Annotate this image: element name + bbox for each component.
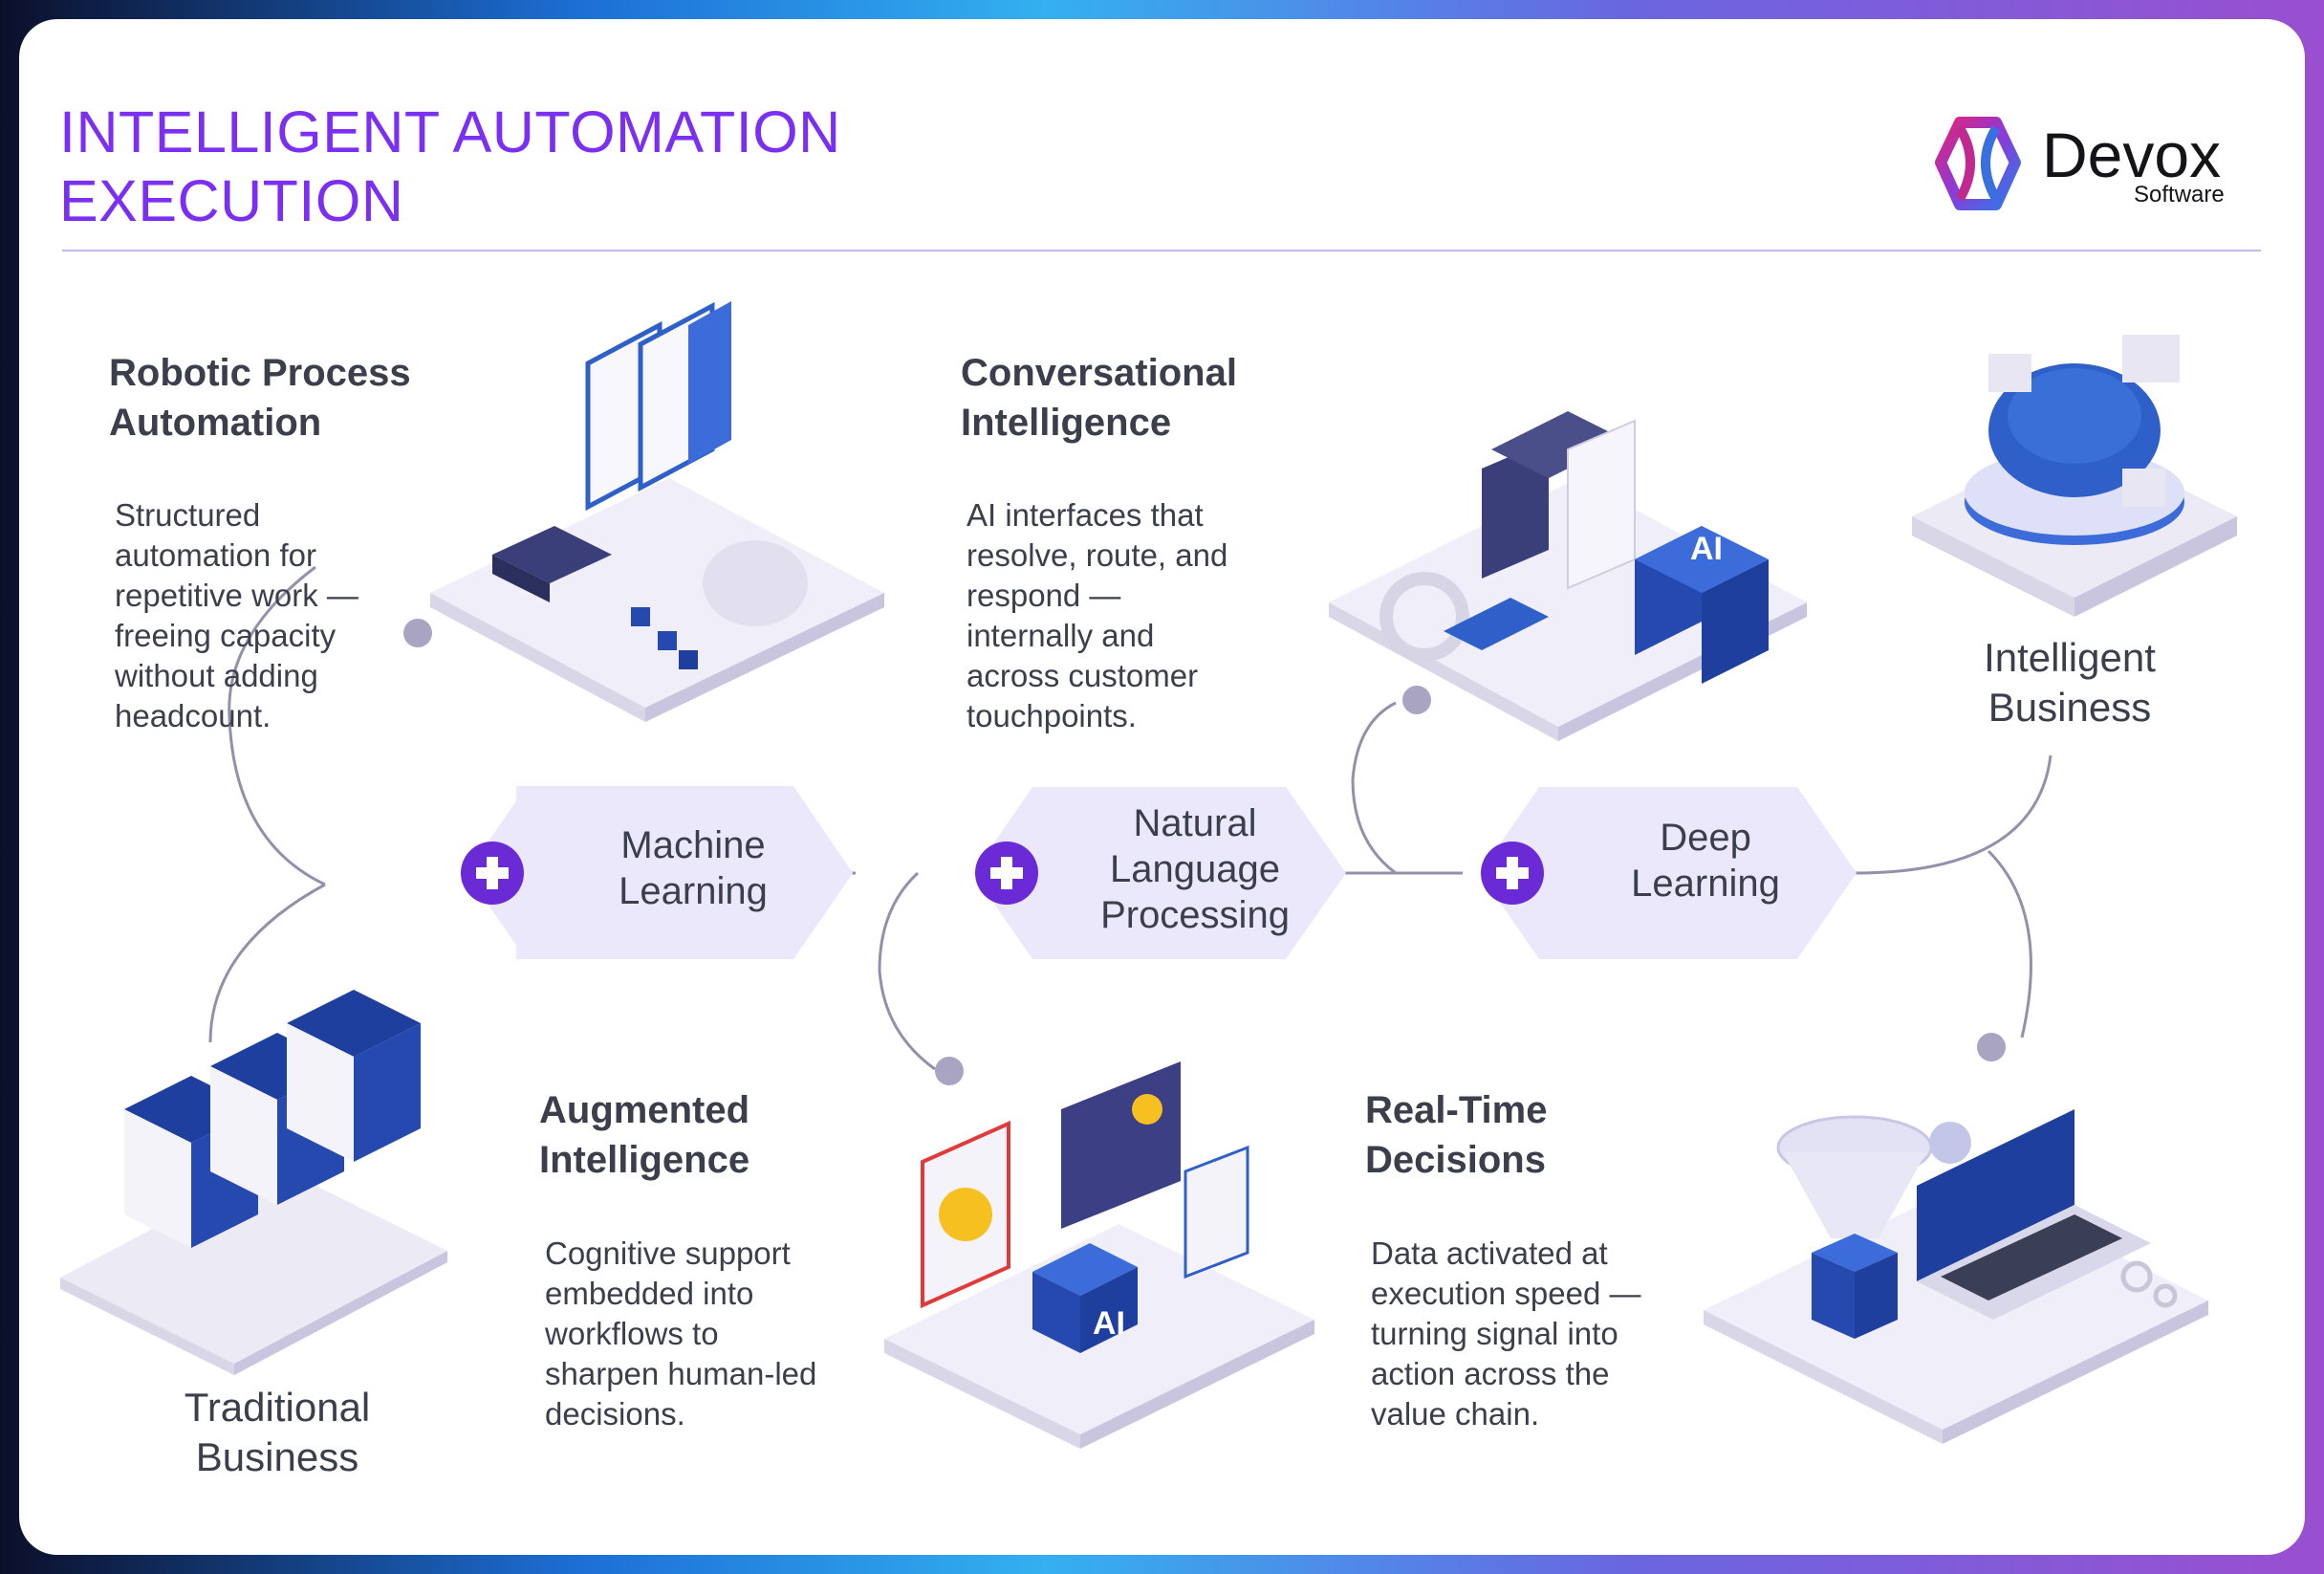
hex-machine-learning-shape: [467, 787, 853, 959]
library-illustration: AI: [1329, 411, 1807, 741]
dot-augmented: [935, 1057, 964, 1085]
ai-badge-top: AI: [1690, 531, 1723, 567]
automation-diagram: AI: [60, 301, 2237, 1449]
connector-dots: [403, 619, 2006, 1085]
augmented-desc-line: embedded into: [545, 1276, 754, 1311]
connector-rpa: [228, 565, 326, 886]
header-divider: [62, 250, 2261, 251]
augmented-description: Cognitive support embedded into workflow…: [545, 1234, 816, 1434]
hex-label-line: Deep: [1660, 817, 1751, 859]
rpa-desc-line: headcount.: [115, 698, 271, 733]
conversational-desc-line: respond —: [967, 578, 1121, 613]
realtime-desc-line: value chain.: [1371, 1396, 1540, 1432]
connector-augmented: [878, 871, 936, 1071]
intelligent-line: Intelligent: [1984, 635, 2156, 680]
augmented-desc-line: workflows to: [545, 1316, 719, 1351]
realtime-desc-line: execution speed —: [1371, 1276, 1641, 1311]
rpa-desc-line: without adding: [115, 658, 318, 693]
augmented-heading-line: Augmented: [539, 1089, 749, 1131]
dot-rpa: [403, 619, 432, 647]
rpa-desc-line: repetitive work —: [115, 578, 358, 613]
conversational-heading-line: Conversational: [961, 352, 1237, 394]
connector-intelligent: [1854, 754, 2053, 875]
augmented-desc-line: decisions.: [545, 1396, 685, 1432]
conversational-description: AI interfaces that resolve, route, and r…: [967, 495, 1227, 736]
rpa-desc-line: freeing capacity: [115, 618, 337, 653]
conversational-desc-line: AI interfaces that: [967, 497, 1204, 533]
ai-badge-bottom: AI: [1093, 1305, 1125, 1342]
plus-node-2: [975, 842, 1038, 905]
rpa-desc-line: Structured: [115, 497, 261, 533]
connector-realtime: [1987, 849, 2032, 1038]
conversational-desc-line: touchpoints.: [967, 698, 1137, 733]
connector-conversational: [1351, 701, 1397, 875]
realtime-desc-line: turning signal into: [1371, 1316, 1618, 1351]
hex-label-deep-learning: Deep Learning: [1562, 815, 1849, 907]
hex-deep-learning: [1480, 787, 1857, 959]
conversational-desc-line: resolve, route, and: [967, 537, 1228, 573]
realtime-heading: Real-Time Decisions: [1365, 1085, 1547, 1185]
conversational-heading: Conversational Intelligence: [961, 348, 1237, 448]
intelligent-line: Business: [1987, 685, 2152, 730]
hex-label-nlp: Natural Language Processing: [1052, 800, 1338, 938]
conversational-desc-line: across customer: [967, 658, 1199, 693]
traditional-line: Traditional: [184, 1385, 371, 1430]
ai-funnel-illustration: [1704, 1109, 2208, 1444]
hex-label-line: Natural: [1133, 802, 1257, 844]
conversational-desc-line: internally and: [967, 618, 1155, 653]
rpa-description: Structured automation for repetitive wor…: [115, 495, 358, 736]
logo-subtitle: Software: [2134, 182, 2225, 208]
title-line-2: EXECUTION: [59, 168, 404, 233]
rpa-heading: Robotic Process Automation: [109, 348, 411, 448]
augmented-desc-line: Cognitive support: [545, 1235, 791, 1271]
realtime-desc-line: action across the: [1371, 1356, 1610, 1391]
ai-artwork-illustration: AI: [884, 1061, 1314, 1449]
connector-traditional: [208, 883, 326, 1043]
augmented-heading: Augmented Intelligence: [539, 1085, 749, 1185]
documents-illustration: [430, 301, 884, 722]
realtime-description: Data activated at execution speed — turn…: [1371, 1234, 1641, 1434]
hex-label-line: Learning: [619, 870, 768, 912]
rpa-heading-line: Automation: [109, 402, 322, 444]
rpa-heading-line: Robotic Process: [109, 352, 411, 394]
page-title: INTELLIGENT AUTOMATION EXECUTION: [59, 98, 841, 235]
hex-label-machine-learning: Machine Learning: [550, 822, 836, 914]
augmented-desc-line: sharpen human-led: [545, 1356, 817, 1391]
dot-conversational: [1402, 686, 1431, 714]
hex-nlp: [973, 787, 1346, 959]
devox-logo-icon: [1935, 117, 2021, 210]
rpa-desc-line: automation for: [115, 537, 316, 573]
server-stack-illustration: [60, 990, 447, 1375]
plus-node-3: [1481, 842, 1544, 905]
hex-label-line: Processing: [1100, 894, 1290, 936]
traditional-line: Business: [195, 1434, 359, 1479]
intelligent-business-label: Intelligent Business: [1926, 633, 2213, 732]
realtime-heading-line: Real-Time: [1365, 1089, 1548, 1131]
brain-hologram-illustration: [1912, 335, 2237, 617]
conversational-heading-line: Intelligence: [961, 402, 1172, 444]
logo-name: Devox: [2042, 120, 2222, 190]
title-line-1: INTELLIGENT AUTOMATION: [59, 99, 841, 164]
traditional-business-label: Traditional Business: [134, 1383, 421, 1482]
dot-realtime: [1977, 1033, 2006, 1061]
infographic-card: INTELLIGENT AUTOMATION EXECUTION Devox S…: [19, 19, 2305, 1555]
plus-node-1: [461, 842, 524, 905]
hex-label-line: Machine: [620, 824, 766, 866]
hex-label-line: Learning: [1631, 863, 1780, 905]
realtime-heading-line: Decisions: [1365, 1139, 1546, 1181]
realtime-desc-line: Data activated at: [1371, 1235, 1608, 1271]
augmented-heading-line: Intelligence: [539, 1139, 750, 1181]
hex-label-line: Language: [1110, 848, 1280, 890]
